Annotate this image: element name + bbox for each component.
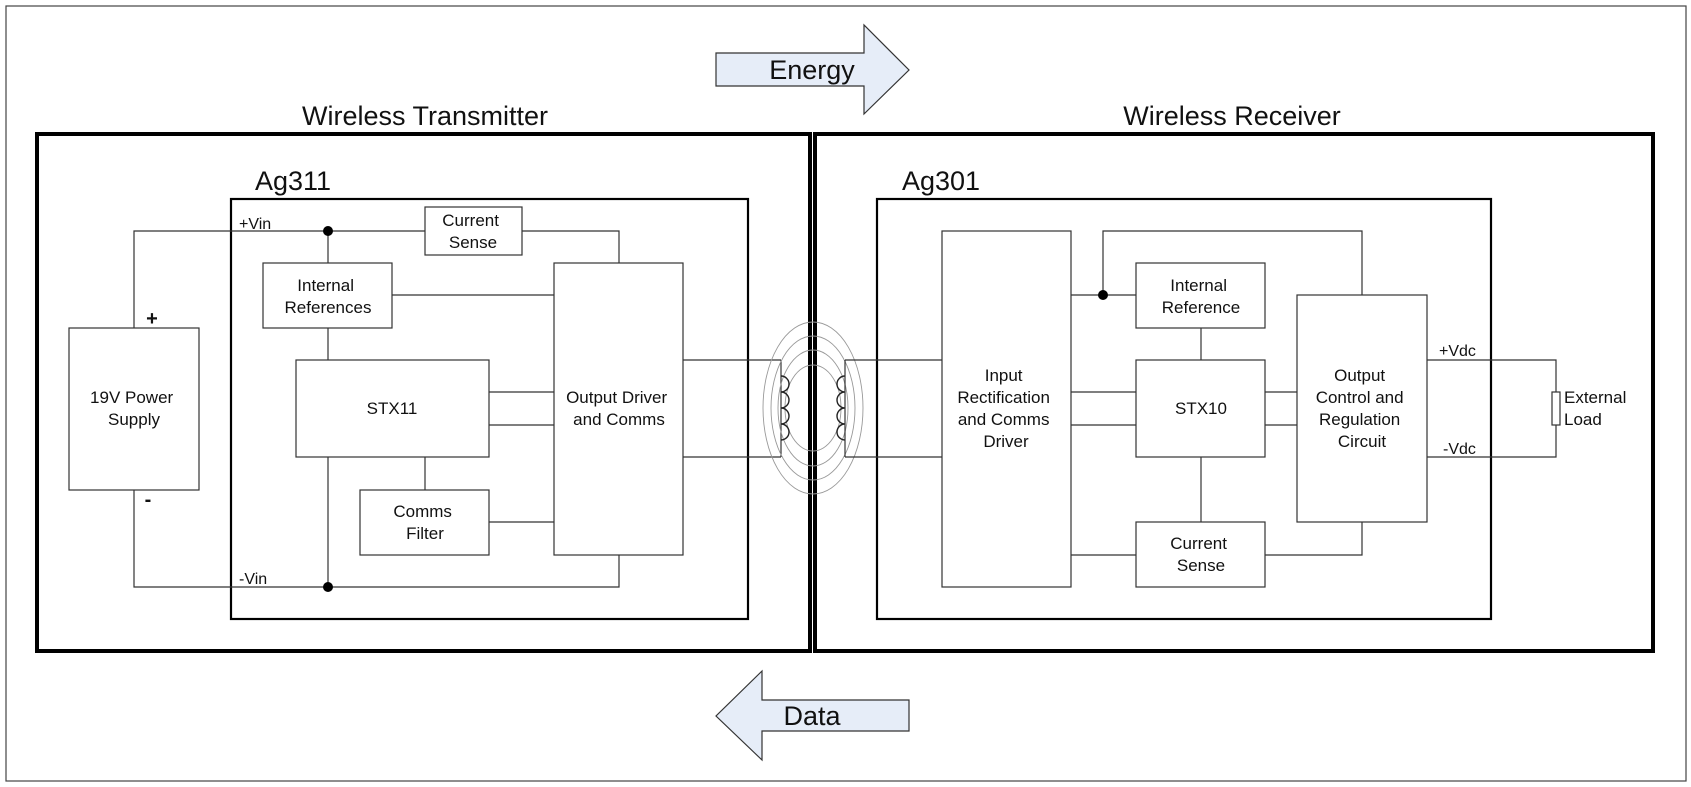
comms-filter-line2: Filter	[406, 524, 444, 543]
page-frame	[5, 5, 1687, 782]
input-rect-line2: Rectification	[957, 388, 1050, 407]
data-arrow: Data	[715, 669, 910, 762]
receiver-wiring	[844, 230, 1557, 556]
tx-coil-icon	[780, 375, 790, 441]
comms-filter-block: Comms Filter	[359, 489, 490, 556]
external-load-line1: External	[1564, 388, 1626, 407]
output-control-line2: Control and	[1316, 388, 1404, 407]
output-control-block: Output Control and Regulation Circuit	[1296, 294, 1428, 523]
energy-label: Energy	[769, 55, 855, 85]
input-rect-line1: Input	[985, 366, 1023, 385]
input-rect-line3: and Comms	[958, 410, 1050, 429]
rx-current-sense-block: Current Sense	[1135, 521, 1266, 588]
energy-arrow: Energy	[715, 23, 910, 116]
external-load-line2: Load	[1564, 410, 1602, 429]
input-rect-line4: Driver	[983, 432, 1029, 451]
ag301-label: Ag301	[902, 166, 980, 196]
rx-current-sense-line2: Sense	[1177, 556, 1225, 575]
svg-text:Output Driver and Comms: Output Driver and Comms	[566, 388, 672, 429]
svg-text:Input Rectification: Input Rectification and Comms Driver	[957, 366, 1054, 451]
transmitter-frame	[35, 132, 812, 653]
internal-references-block: Internal References	[262, 262, 393, 329]
vin-plus-label: +Vin	[239, 216, 271, 233]
svg-text:Current Sense: Current Sense	[442, 211, 503, 252]
junction-dot	[323, 226, 333, 236]
data-label: Data	[783, 701, 841, 731]
tx-current-sense-line1: Current	[442, 211, 499, 230]
minus-terminal-label: -	[145, 489, 152, 511]
magnetic-field-lines	[762, 321, 864, 495]
junction-dot	[323, 582, 333, 592]
stx10-label: STX10	[1175, 399, 1227, 418]
power-supply-block: 19V Power Supply	[68, 327, 200, 491]
receiver-title: Wireless Receiver	[1123, 101, 1341, 131]
internal-reference-block: Internal Reference	[1135, 262, 1266, 329]
input-rectification-block: Input Rectification and Comms Driver	[941, 230, 1072, 588]
tx-current-sense-line2: Sense	[449, 233, 497, 252]
output-control-line4: Circuit	[1338, 432, 1386, 451]
internal-reference-line2: Reference	[1162, 298, 1240, 317]
vin-minus-label: -Vin	[239, 571, 267, 588]
stx10-block: STX10	[1135, 359, 1266, 458]
svg-text:Output Control and: Output Control and Regulation Circuit	[1316, 366, 1409, 451]
ag301-frame	[875, 197, 1493, 621]
energy-arrow-shape	[715, 23, 910, 116]
ag311-frame	[229, 197, 750, 621]
data-arrow-shape	[715, 669, 910, 762]
stx11-block: STX11	[295, 359, 490, 458]
power-supply-line1: 19V Power	[90, 388, 173, 407]
power-supply-line2: Supply	[108, 410, 160, 429]
transmitter-title: Wireless Transmitter	[302, 101, 548, 131]
comms-filter-line1: Comms	[393, 502, 452, 521]
output-control-line3: Regulation	[1319, 410, 1400, 429]
svg-text:19V Power Supply: 19V Power Supply	[90, 388, 178, 429]
svg-text:External Load: External Load	[1564, 388, 1631, 429]
output-control-line1: Output	[1334, 366, 1385, 385]
receiver-frame	[813, 132, 1655, 653]
output-driver-line2: and Comms	[573, 410, 665, 429]
internal-references-line2: References	[285, 298, 372, 317]
svg-text:Internal References: Internal References	[285, 276, 372, 317]
internal-reference-line1: Internal	[1170, 276, 1227, 295]
tx-current-sense-block: Current Sense	[424, 206, 523, 256]
junction-dot	[1098, 290, 1108, 300]
internal-references-line1: Internal	[297, 276, 354, 295]
ag311-label: Ag311	[255, 166, 331, 196]
svg-text:Internal Reference: Internal Reference	[1162, 276, 1240, 317]
plus-terminal-label: +	[146, 308, 158, 330]
rx-current-sense-line1: Current	[1170, 534, 1227, 553]
vdc-minus-label: -Vdc	[1443, 441, 1476, 458]
output-driver-line1: Output Driver	[566, 388, 667, 407]
stx11-label: STX11	[367, 399, 418, 418]
output-driver-block: Output Driver and Comms	[553, 262, 684, 556]
svg-text:Comms Filter: Comms Filter	[393, 502, 456, 543]
svg-text:Current Sense: Current Sense	[1170, 534, 1231, 575]
external-load-resistor-icon	[1551, 391, 1561, 426]
vdc-plus-label: +Vdc	[1439, 343, 1476, 360]
